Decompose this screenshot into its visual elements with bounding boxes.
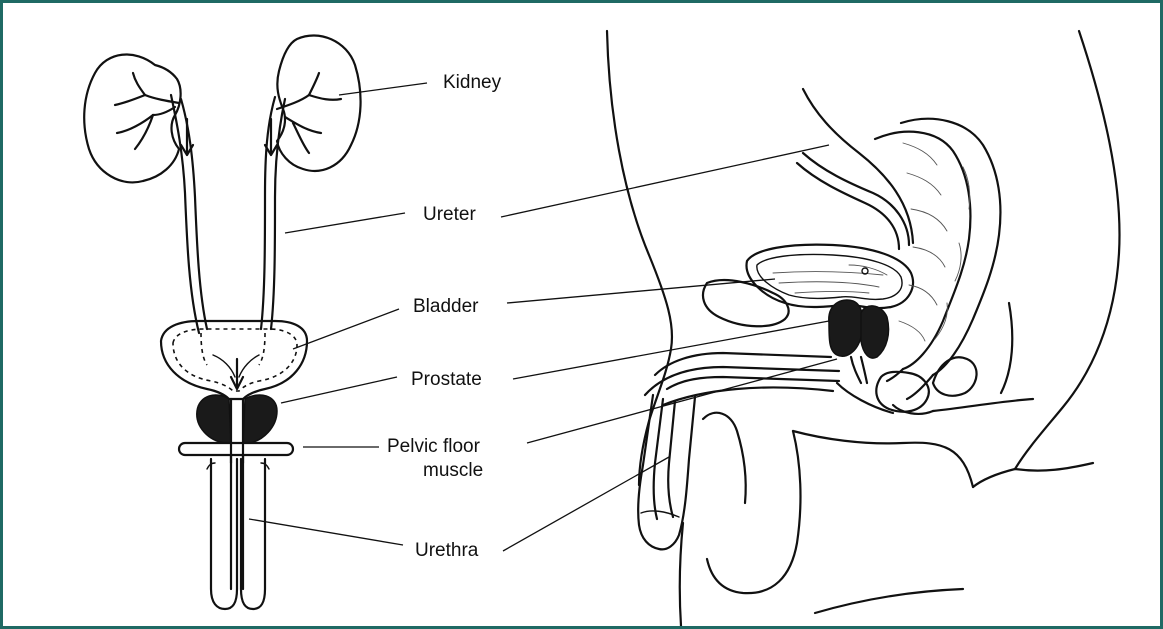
- urethra-label: Urethra: [415, 539, 478, 563]
- ureter-label: Ureter: [423, 203, 476, 227]
- ureter-leader-right: [501, 145, 829, 217]
- prostate-sagittal: [829, 300, 889, 358]
- pelvic-floor-muscle-frontal: [179, 443, 293, 455]
- bladder-leader-left: [293, 309, 399, 349]
- sagittal-pelvis-view: [607, 31, 1120, 626]
- left-kidney: [84, 55, 180, 183]
- bladder-frontal: [161, 321, 307, 399]
- scrotum: [703, 413, 973, 593]
- prostate-frontal: [197, 395, 277, 443]
- bladder-leader-right: [507, 279, 775, 303]
- pelvic-floor-sagittal: [876, 372, 928, 412]
- pelvic-floor-label-line1: Pelvic floor: [387, 435, 480, 459]
- bladder-sagittal: [747, 245, 913, 309]
- urethra-leader-right: [503, 457, 669, 551]
- frontal-urinary-schematic: [84, 35, 360, 609]
- urinary-system-illustration: [3, 3, 1160, 626]
- prostate-leader-left: [281, 377, 397, 403]
- prostate-label: Prostate: [411, 368, 482, 392]
- urethra-leader-left: [249, 519, 403, 545]
- penis-sagittal: [638, 353, 839, 549]
- right-kidney: [277, 35, 361, 170]
- kidney-leader: [339, 83, 427, 95]
- kidney-label: Kidney: [443, 71, 501, 95]
- pubic-bone: [703, 280, 789, 326]
- leader-lines: [249, 83, 837, 551]
- ureter-leader-left: [285, 213, 405, 233]
- bladder-label: Bladder: [413, 295, 479, 319]
- urethra-frontal: [207, 455, 269, 609]
- pelvic-floor-label-line2: muscle: [423, 459, 483, 483]
